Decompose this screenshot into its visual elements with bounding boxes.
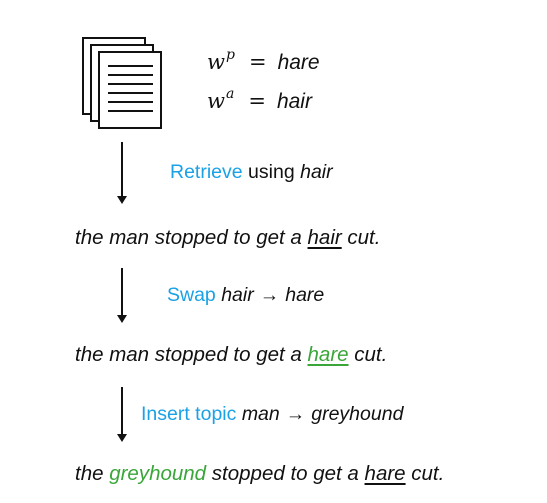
eq1-op: =	[248, 50, 267, 74]
eq2-var: w	[207, 89, 225, 113]
s3-pre: the	[75, 462, 104, 485]
eq2-value: hair	[276, 90, 312, 113]
insert-arrow-icon: →	[285, 403, 306, 425]
step3-action: Insert topic	[141, 403, 237, 425]
s1-target: hair	[307, 226, 342, 249]
s3-target: hare	[364, 462, 406, 485]
eq1-value: hare	[277, 51, 320, 74]
s1-post: cut.	[347, 226, 381, 249]
sentence-original: the man stopped to get a hair cut.	[75, 226, 380, 250]
s2-post: cut.	[354, 343, 388, 366]
eq1-var: w	[207, 50, 225, 74]
s2-target: hare	[307, 343, 349, 366]
step-insert-topic: Insert topic man→greyhound	[141, 403, 403, 426]
step-swap: Swap hair→hare	[167, 284, 324, 307]
step2-action: Swap	[167, 284, 216, 306]
swap-arrow-icon: →	[259, 284, 280, 306]
s3-mid: stopped to get a	[211, 462, 359, 485]
down-arrow-2	[117, 268, 127, 323]
step1-action: Retrieve	[170, 161, 243, 183]
s1-pre: the man stopped to get a	[75, 226, 302, 249]
step1-word: hair	[300, 161, 333, 183]
s3-post: cut.	[411, 462, 445, 485]
s3-topic: greyhound	[109, 462, 207, 485]
down-arrow-3	[117, 387, 127, 442]
eq2-sup: a	[225, 86, 235, 102]
step1-rest: using	[248, 161, 295, 183]
documents-stack-icon	[76, 36, 168, 132]
down-arrow-1	[117, 142, 127, 204]
step2-to: hare	[285, 284, 325, 306]
step-retrieve: Retrieve using hair	[170, 161, 333, 184]
sentence-swapped: the man stopped to get a hare cut.	[75, 343, 387, 367]
eq1-sup: p	[225, 47, 235, 63]
eq2-op: =	[248, 89, 266, 113]
step3-from: man	[241, 403, 280, 425]
sentence-topic-inserted: the greyhound stopped to get a hare cut.	[75, 462, 444, 486]
s2-pre: the man stopped to get a	[75, 343, 302, 366]
step3-to: greyhound	[311, 403, 404, 425]
step2-from: hair	[221, 284, 254, 306]
